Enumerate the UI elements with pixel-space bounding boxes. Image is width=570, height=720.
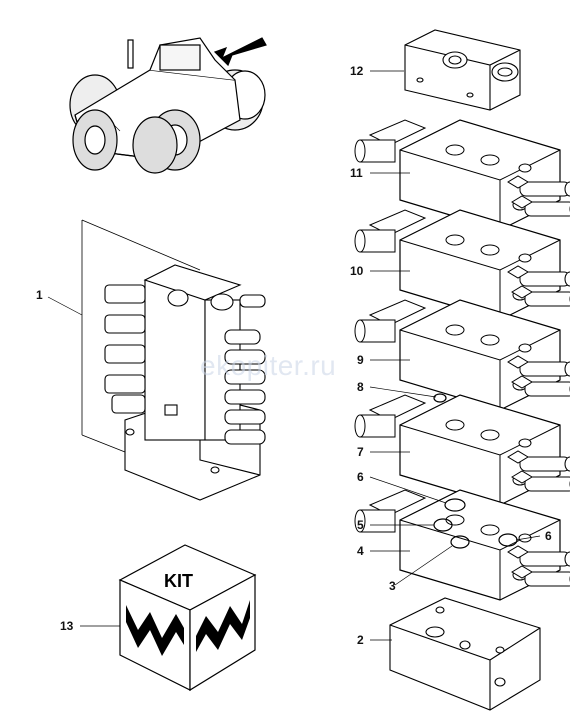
callout-3: 3 (389, 579, 396, 593)
part-13-kit-box (118, 544, 257, 692)
o-rings (433, 393, 518, 549)
part-8-o-ring (433, 393, 447, 403)
callout-6-right: 6 (545, 529, 552, 543)
part-12-end-cover (404, 29, 521, 111)
kit-label: KIT (164, 571, 193, 591)
callout-13: 13 (60, 619, 74, 633)
watermark-text: ekopiter.ru (200, 350, 337, 381)
callout-2: 2 (357, 633, 364, 647)
callout-10: 10 (350, 264, 364, 278)
valve-assembly-complete (104, 264, 266, 501)
part-3-o-ring (450, 535, 470, 549)
callout-6-left: 6 (357, 470, 364, 484)
part-7-valve-section (354, 394, 570, 506)
part-6-o-ring-left (444, 498, 466, 512)
part-2-inlet-plate (389, 597, 541, 711)
leader-lines (47, 70, 541, 641)
callout-7: 7 (357, 445, 364, 459)
callout-12: 12 (350, 64, 364, 78)
callout-9: 9 (357, 353, 364, 367)
part-4-valve-section (354, 489, 570, 601)
assembly-bracket-lines (81, 219, 201, 453)
part-9-valve-section (354, 299, 570, 411)
callout-8: 8 (357, 380, 364, 394)
callout-4: 4 (357, 544, 364, 558)
callout-11: 11 (350, 166, 363, 180)
tractor-illustration (69, 37, 267, 174)
callout-5: 5 (357, 518, 364, 532)
callout-1: 1 (36, 288, 43, 302)
